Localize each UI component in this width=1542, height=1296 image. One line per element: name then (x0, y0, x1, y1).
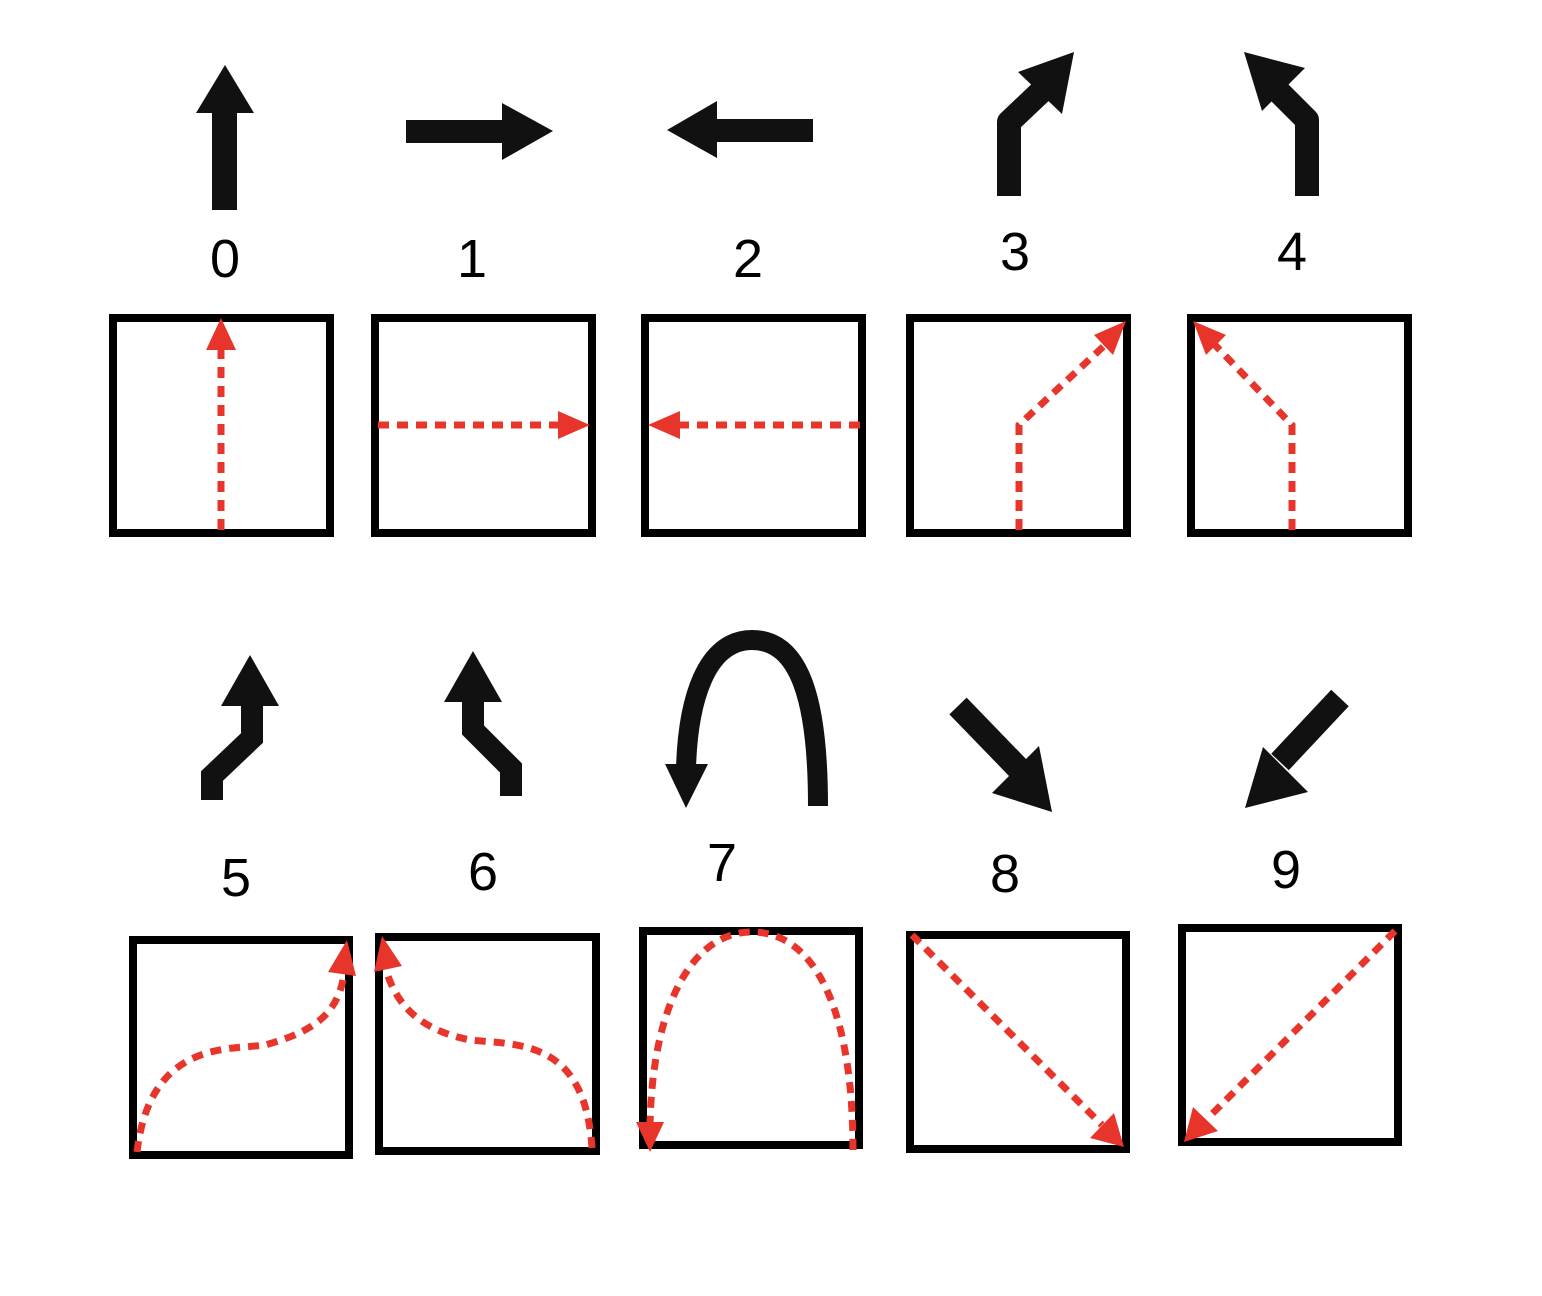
trajectory-box-4 (1187, 314, 1412, 537)
class-label-6: 6 (468, 842, 498, 902)
trajectory-box-5 (129, 936, 356, 1159)
class-label-5: 5 (221, 848, 251, 908)
class-item-3: 3 (906, 52, 1131, 537)
class-item-9: 9 (1178, 689, 1402, 1146)
trajectory-path-8 (909, 932, 1105, 1128)
u-turn-arrow-icon (665, 629, 828, 808)
trajectory-path-7 (646, 928, 857, 1151)
right-arrow-icon (406, 103, 553, 160)
trajectory-path-4 (1211, 341, 1296, 530)
down-left-arrow-icon (1245, 689, 1349, 808)
class-label-9: 9 (1271, 840, 1301, 900)
class-item-5: 5 (129, 655, 356, 1159)
trajectory-path-5 (133, 967, 349, 1153)
class-item-0: 0 (109, 65, 334, 537)
class-item-1: 1 (371, 103, 596, 537)
class-label-1: 1 (457, 229, 487, 289)
trajectory-box-9 (1178, 924, 1402, 1146)
trajectory-path-9 (1204, 928, 1398, 1122)
trajectory-box-7 (636, 927, 863, 1152)
class-label-3: 3 (1000, 222, 1030, 282)
trajectory-path-6 (381, 965, 596, 1149)
class-item-2: 2 (641, 101, 866, 537)
class-label-4: 4 (1277, 222, 1307, 282)
trajectory-box-8 (906, 931, 1130, 1153)
class-item-4: 4 (1187, 52, 1412, 537)
left-arrow-icon (667, 101, 813, 158)
class-label-8: 8 (990, 844, 1020, 904)
right-lane-change-arrow-icon (201, 655, 279, 800)
class-item-6: 6 (374, 651, 600, 1155)
trajectory-path-3 (1015, 341, 1109, 530)
trajectory-box-2 (641, 314, 866, 537)
left-lane-change-arrow-icon (444, 651, 522, 796)
class-label-0: 0 (210, 229, 240, 289)
left-turn-arrow-icon (1244, 52, 1319, 196)
class-item-7: 7 (636, 629, 863, 1152)
class-label-7: 7 (707, 833, 737, 893)
straight-arrow-icon (196, 65, 254, 210)
trajectory-box-3 (906, 314, 1131, 537)
trajectory-box-6 (374, 933, 600, 1155)
down-right-arrow-icon (949, 697, 1052, 812)
trajectory-box-1 (371, 314, 596, 537)
class-label-2: 2 (733, 229, 763, 289)
class-item-8: 8 (906, 697, 1130, 1153)
trajectory-box-0 (109, 314, 334, 537)
right-turn-arrow-icon (997, 52, 1074, 196)
